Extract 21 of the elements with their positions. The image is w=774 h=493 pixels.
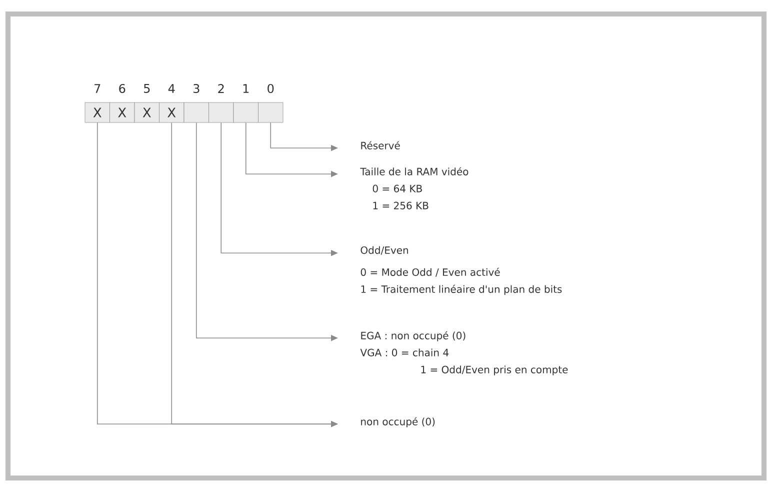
description-text: Réservé	[361, 141, 400, 150]
bit-cell: X	[134, 102, 160, 123]
bit-number: 1	[243, 84, 249, 93]
bit-cell: X	[84, 102, 110, 123]
bit-number: 3	[193, 84, 200, 94]
bit-cell: X	[110, 102, 135, 123]
bit-number: 5	[144, 84, 150, 93]
bit-number: 6	[119, 84, 126, 94]
bit-number: 7	[94, 84, 100, 93]
bit-cell: X	[159, 102, 184, 123]
description-text: EGA : non occupé (0) VGA : 0 = chain 4 1 = Odd/Even pris en compte	[360, 331, 568, 376]
description-text: Taille de la RAM vidéo 0 = 64 KB 1 = 256 KB	[360, 167, 468, 210]
bit-cell	[184, 102, 209, 123]
bit-cell	[208, 102, 234, 123]
bit-cell	[233, 102, 258, 123]
bit-number: 0	[268, 84, 274, 94]
bit-cell	[258, 102, 284, 123]
bit-number: 4	[168, 84, 175, 93]
bit-number: 2	[218, 84, 224, 93]
description-text: Odd/Even 0 = Mode Odd / Even activé 1 = Traitement linéaire d'un plan de bits	[360, 246, 562, 295]
description-text: non occupé (0)	[361, 417, 435, 428]
